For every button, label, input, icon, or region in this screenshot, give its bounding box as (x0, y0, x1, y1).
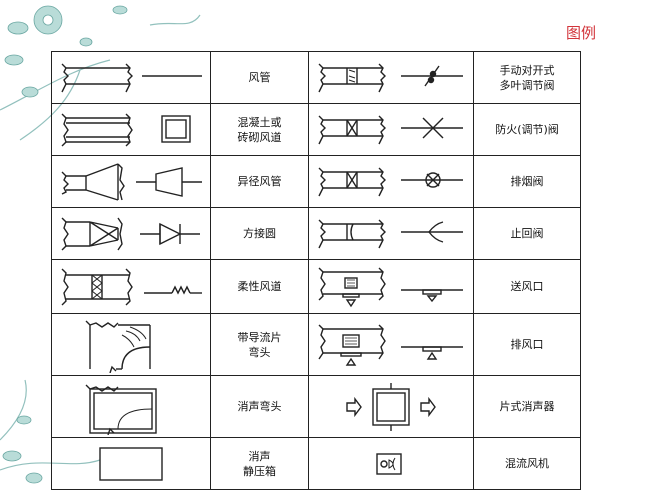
fire-damper-icon (318, 115, 463, 144)
table-row: 方接圆 止回阀 (51, 207, 581, 260)
reducer-duct-icon (61, 162, 202, 201)
table-row: 带导流片弯头 排风口 (51, 313, 581, 376)
silencer-elbow-icon (85, 384, 157, 435)
concrete-brick-duct-icon (61, 113, 191, 146)
manual-damper-symbol-cell (308, 51, 474, 104)
manual-damper-label: 手动对开式多叶调节阀 (473, 51, 581, 104)
table-row: 异径风管 排烟阀 (51, 155, 581, 208)
mixed-flow-fan-icon (376, 452, 402, 475)
table-row: 柔性风道 送风口 (51, 259, 581, 314)
legend-table: 风管 手动对开式多叶调节阀 混凝土或 (51, 51, 581, 490)
duct-icon (61, 63, 202, 92)
square-to-round-icon (61, 217, 200, 250)
duct-label: 风管 (210, 51, 309, 104)
silencer-plenum-icon (99, 446, 163, 481)
smoke-exhaust-valve-icon (318, 167, 463, 196)
check-valve-icon (318, 219, 463, 248)
exhaust-air-outlet-icon (318, 324, 463, 366)
duct-symbol-cell (51, 51, 211, 104)
table-row: 消声弯头 片式消声器 (51, 375, 581, 438)
elbow-with-vanes-icon (85, 320, 151, 373)
manual-opposed-blade-damper-icon (318, 63, 463, 92)
plate-silencer-icon (346, 382, 436, 431)
table-row: 消声静压箱 混流风机 (51, 437, 581, 490)
table-row: 风管 手动对开式多叶调节阀 (51, 51, 581, 104)
table-row: 混凝土或砖砌风道 防火(调节)阀 (51, 103, 581, 156)
flexible-duct-icon (61, 268, 202, 305)
legend-title: 图例 (566, 24, 597, 42)
supply-air-outlet-icon (318, 267, 463, 307)
